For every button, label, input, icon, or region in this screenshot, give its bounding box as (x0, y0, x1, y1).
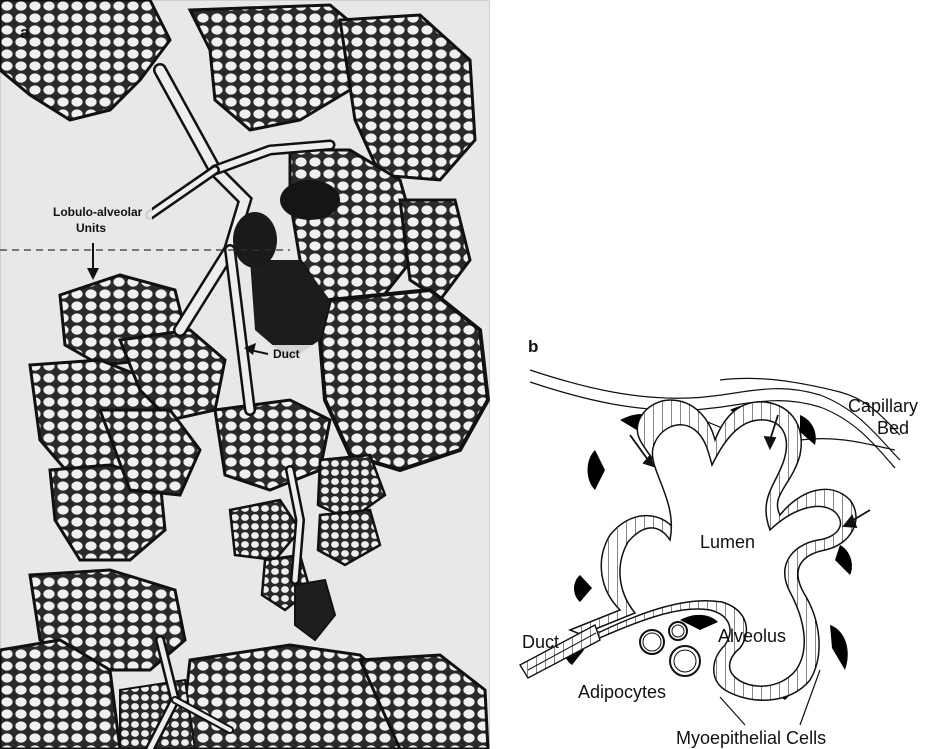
bed-label: Bed (877, 418, 909, 438)
adipocytes (640, 622, 700, 676)
capillary-label: Capillary (848, 396, 918, 416)
panel-a-letter: a (20, 23, 30, 42)
lumen-label: Lumen (700, 532, 755, 552)
adipocytes-label: Adipocytes (578, 682, 666, 702)
panel-b-schematic: b (500, 320, 945, 749)
alveolus-label: Alveolus (718, 626, 786, 646)
schematic-svg: b (500, 320, 945, 749)
lobulo-alveolar-label: Lobulo-alveolar (53, 205, 143, 219)
panel-b-letter: b (528, 337, 538, 356)
myoepithelial-label: Myoepithelial Cells (676, 728, 826, 748)
dark-cavity (233, 212, 277, 268)
panel-a-micrograph: a Lobulo-alveolar Units Duct (0, 0, 490, 749)
units-label: Units (76, 221, 106, 235)
duct-label-a: Duct (273, 347, 300, 361)
duct-label-b: Duct (522, 632, 559, 652)
dark-cavity (280, 180, 340, 220)
micrograph-svg: a Lobulo-alveolar Units Duct (0, 0, 490, 749)
